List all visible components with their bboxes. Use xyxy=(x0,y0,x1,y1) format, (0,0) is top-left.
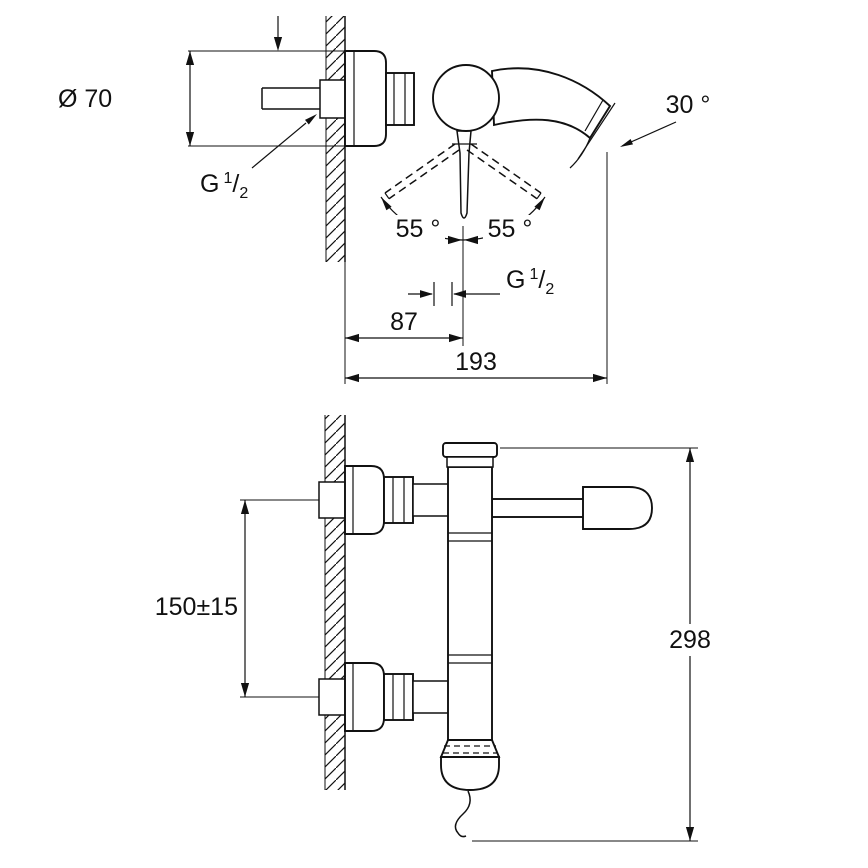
dimension-spout-angle: 30 ° xyxy=(620,91,710,147)
swing-left-label: 55 ° xyxy=(396,215,441,243)
wall-section-top xyxy=(325,16,346,262)
top-cap xyxy=(442,442,498,458)
escutcheon-side xyxy=(344,50,387,147)
mixer-body xyxy=(432,64,500,132)
dimension-wall-to-spout: 193 xyxy=(345,152,608,384)
wall-to-handle-label: 87 xyxy=(390,308,418,336)
lever-handle-top xyxy=(456,130,472,219)
spout-mouth xyxy=(584,99,604,132)
supply-pipe xyxy=(261,79,347,119)
body-column xyxy=(447,466,493,741)
spout xyxy=(491,67,612,140)
union-nut xyxy=(385,72,415,126)
front-view: 150±15 298 xyxy=(155,415,719,842)
handle-grip xyxy=(582,486,653,530)
swing-right-label: 55 ° xyxy=(488,215,533,243)
dimension-connection-spacing: 150±15 xyxy=(155,500,250,697)
lever-swing-left xyxy=(384,143,460,200)
water-flow-line xyxy=(569,137,591,169)
handle-rod xyxy=(491,498,588,518)
dimension-swing-angles: 55 ° 55 ° xyxy=(380,196,546,245)
cap-ring xyxy=(446,456,494,468)
wall-section-front xyxy=(324,415,346,790)
dimension-escutcheon-diameter: Ø 70 xyxy=(58,16,348,147)
lever-swing-right xyxy=(466,143,542,200)
dimension-overall-height: 298 xyxy=(472,447,719,842)
spout-angle-label: 30 ° xyxy=(666,91,711,119)
overall-height-label: 298 xyxy=(669,626,711,654)
outlet xyxy=(439,739,501,838)
dimension-wall-to-handle: 87 xyxy=(344,262,463,384)
diameter-label: Ø 70 xyxy=(58,85,112,113)
water-drip xyxy=(454,790,471,838)
connection-top xyxy=(318,465,450,535)
wall-to-spout-label: 193 xyxy=(455,348,497,376)
wall-fitting xyxy=(319,79,347,119)
connection-bottom xyxy=(318,662,450,732)
connection-spacing-label: 150±15 xyxy=(155,593,238,621)
